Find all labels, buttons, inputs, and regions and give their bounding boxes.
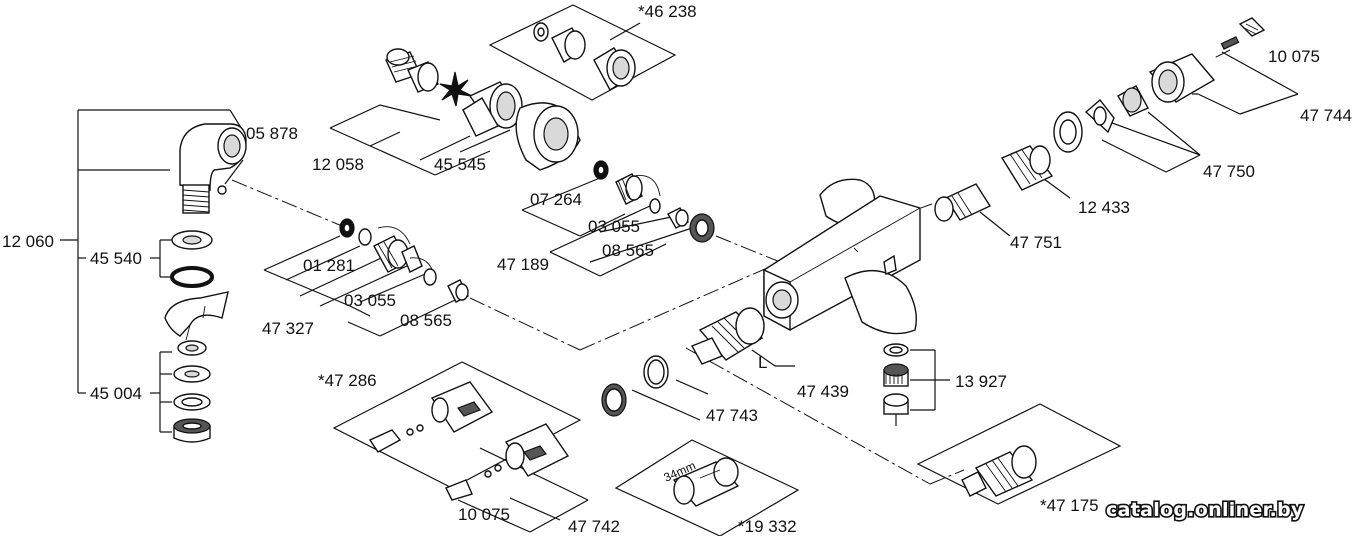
box-19332 [614, 439, 800, 536]
valve-parts-47327 [339, 218, 469, 303]
label-46238: *46 238 [638, 2, 697, 21]
handle-parts-47286 [368, 381, 494, 453]
nipple-part-upper [385, 48, 439, 93]
bracket-lines-13927 [910, 349, 950, 411]
ring-47750 [1084, 85, 1149, 134]
bracket-lines-12060 [60, 109, 244, 433]
elbow-fitting-part [179, 123, 247, 214]
label-47744: 47 744 [1300, 106, 1352, 125]
label-03055-lower: 03 055 [344, 291, 396, 310]
label-19332: *19 332 [738, 517, 797, 536]
inlet-parts-upper [593, 160, 715, 243]
label-03055-upper: 03 055 [588, 217, 640, 236]
leader-lines-right [979, 51, 1299, 237]
label-47286: *47 286 [318, 371, 377, 390]
label-05878: 05 878 [246, 124, 298, 143]
handle-parts-47742 [445, 423, 570, 501]
label-12060: 12 060 [2, 232, 54, 251]
washer-rings-45540 [170, 230, 214, 288]
leader-lines-47742 [457, 447, 589, 533]
label-45545: 45 545 [434, 155, 486, 174]
label-47327: 47 327 [262, 319, 314, 338]
label-01281: 01 281 [303, 256, 355, 275]
label-47751: 47 751 [1010, 233, 1062, 252]
watermark-text: catalog.onliner.by [1106, 499, 1304, 521]
star-gasket [439, 71, 473, 107]
label-13927: 13 927 [955, 372, 1007, 391]
label-47742: 47 742 [568, 517, 620, 536]
adapter-parts-46238 [533, 22, 636, 91]
label-12433: 12 433 [1078, 198, 1130, 217]
rings-47743 [601, 355, 669, 417]
label-47750: 47 750 [1203, 162, 1255, 181]
label-47189: 47 189 [497, 255, 549, 274]
label-08565-lower: 08 565 [400, 311, 452, 330]
nut-45545 [462, 81, 523, 137]
small-parts-10075-top [1220, 17, 1266, 50]
label-07264: 07 264 [530, 190, 582, 209]
escutcheon-45545 [515, 102, 581, 171]
cartridge-12433 [1000, 145, 1054, 191]
aerator-13927 [883, 343, 909, 426]
box-46238 [488, 4, 677, 101]
box-47286 [332, 361, 582, 489]
wall-cover-45004 [164, 291, 229, 443]
label-08565-upper: 08 565 [602, 241, 654, 260]
cartridge-47439 [691, 307, 765, 365]
cartridge-47175 [961, 445, 1037, 497]
label-47743: 47 743 [706, 406, 758, 425]
leader-lines-47743 [631, 379, 709, 421]
spline-adapter-19332 [672, 457, 740, 507]
label-L: L [758, 353, 767, 372]
label-47175: *47 175 [1040, 496, 1099, 515]
mixer-body-part [763, 178, 921, 335]
nut-ring [1053, 111, 1083, 153]
leader-lines-12058-45545 [329, 104, 511, 176]
leader-lines-47189 [521, 177, 699, 277]
label-47439: 47 439 [797, 382, 849, 401]
leader-lines-47439 [751, 349, 795, 367]
thermostat-47751 [934, 183, 992, 222]
label-45004: 45 004 [90, 384, 142, 403]
handle-47744 [1148, 53, 1216, 103]
label-10075-top: 10 075 [1268, 47, 1320, 66]
label-10075-bottom: 10 075 [458, 505, 510, 524]
label-45540: 45 540 [90, 249, 142, 268]
label-12058: 12 058 [312, 155, 364, 174]
leader-lines-47327 [263, 235, 456, 337]
